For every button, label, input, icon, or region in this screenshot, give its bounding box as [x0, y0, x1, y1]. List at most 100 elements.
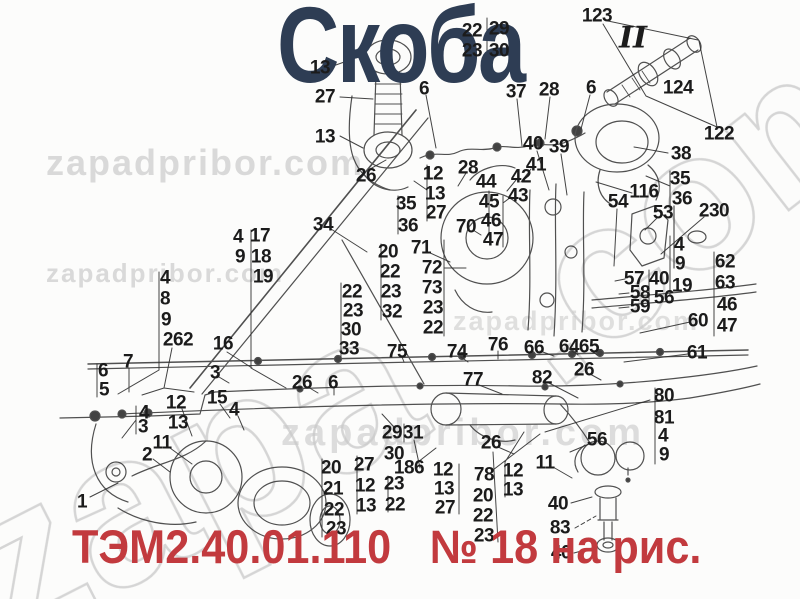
part-number-callout: 15: [206, 387, 228, 409]
part-number-callout: 26: [355, 165, 377, 187]
part-number-callout: 58: [629, 282, 651, 304]
page-title: Скоба: [277, 0, 526, 105]
watermark-text: zapadpribor.com: [46, 258, 285, 288]
part-number-callout: 9: [674, 253, 686, 275]
part-number-callout: 23: [342, 300, 364, 322]
part-number-callout: 29: [488, 18, 510, 40]
part-number-callout: 37: [505, 81, 527, 103]
part-number-callout: 22: [461, 20, 483, 42]
part-number-callout: 262: [162, 329, 194, 351]
part-number-callout: 12: [165, 392, 187, 414]
part-number-callout: 4: [657, 425, 669, 447]
part-number-callout: 3: [137, 416, 149, 438]
part-number-callout: 12: [502, 460, 524, 482]
part-number-callout: 22: [384, 494, 406, 516]
part-number-callout: 6: [327, 372, 339, 394]
part-number-callout: 23: [461, 40, 483, 62]
part-number-callout: 20: [472, 485, 494, 507]
part-number-callout: 13: [355, 495, 377, 517]
part-number-callout: 27: [353, 454, 375, 476]
part-number-callout: 27: [314, 86, 336, 108]
part-number-callout: 11: [152, 432, 172, 454]
part-number-callout: 39: [548, 136, 570, 158]
part-number-callout: 56: [653, 287, 675, 309]
part-number-callout: 123: [581, 5, 613, 27]
part-number-callout: 42: [510, 166, 532, 188]
part-number-callout: 27: [425, 202, 447, 224]
view-label-roman: II: [618, 20, 648, 56]
part-number-callout: 35: [669, 168, 691, 190]
part-number-callout: 12: [432, 459, 454, 481]
part-number-callout: 46: [716, 294, 738, 316]
part-number-callout: 22: [341, 281, 363, 303]
part-number-callout: 13: [309, 57, 331, 79]
part-number-callout: 28: [538, 79, 560, 101]
part-number-callout: 23: [473, 525, 495, 547]
part-number-callout: 33: [338, 338, 360, 360]
part-number-callout: 26: [480, 432, 502, 454]
part-number-callout: 124: [662, 77, 694, 99]
part-number-callout: 32: [381, 301, 403, 323]
part-number-callout: 6: [585, 77, 597, 99]
part-number-callout: 29: [381, 422, 403, 444]
part-number-callout: 63: [714, 272, 736, 294]
part-number-callout: 54: [607, 191, 629, 213]
part-number-callout: 4: [159, 267, 171, 289]
part-number-callout: 46: [480, 210, 502, 232]
part-number-callout: 2: [141, 444, 153, 466]
part-number-callout: 116: [629, 181, 659, 203]
part-number-callout: 20: [320, 457, 342, 479]
part-number-callout: 16: [212, 333, 234, 355]
part-number-callout: 7: [122, 351, 134, 373]
part-number-callout: 13: [424, 183, 446, 205]
part-number-callout: 78: [473, 464, 495, 486]
part-number-callout: 47: [716, 315, 738, 337]
part-number-callout: 72: [421, 257, 443, 279]
part-number-callout: 35: [395, 193, 417, 215]
part-number-callout: 22: [422, 317, 444, 339]
part-number-callout: 82: [531, 367, 553, 389]
part-number-callout: 13: [502, 479, 524, 501]
part-number-callout: 44: [475, 171, 497, 193]
part-number-callout: 36: [397, 215, 419, 237]
part-number-callout: 38: [670, 143, 692, 165]
part-number-callout: 21: [322, 478, 344, 500]
part-code-caption: ТЭМ2.40.01.110 № 18 на рис.: [72, 519, 701, 574]
part-number-callout: 31: [402, 422, 424, 444]
part-number-callout: 75: [386, 341, 408, 363]
part-number-callout: 66: [523, 337, 545, 359]
part-number-callout: 65: [578, 336, 600, 358]
part-number-callout: 64: [558, 336, 580, 358]
part-number-callout: 27: [434, 497, 456, 519]
part-number-callout: 30: [340, 319, 362, 341]
part-number-callout: 6: [97, 360, 109, 382]
part-number-callout: 47: [482, 229, 504, 251]
part-number-callout: 57: [623, 268, 645, 290]
part-number-callout: 186: [393, 457, 425, 479]
part-number-callout: 1: [76, 491, 88, 513]
part-number-callout: 3: [209, 362, 221, 384]
part-number-callout: 19: [671, 275, 693, 297]
part-number-callout: 20: [377, 241, 399, 263]
part-number-callout: 61: [686, 342, 708, 364]
part-number-callout: 28: [457, 157, 479, 179]
part-number-callout: 41: [525, 154, 547, 176]
part-number-callout: 56: [586, 429, 608, 451]
part-number-callout: 26: [573, 359, 595, 381]
part-number-callout: 122: [703, 123, 735, 145]
part-number-callout: 26: [291, 372, 313, 394]
part-number-callout: 17: [249, 225, 271, 247]
part-number-callout: 40: [522, 133, 544, 155]
part-code: ТЭМ2.40.01.110: [72, 520, 392, 573]
part-number-callout: 9: [658, 444, 670, 466]
part-number-callout: 70: [455, 216, 477, 238]
part-number-callout: 23: [325, 518, 347, 540]
part-number-callout: 22: [379, 261, 401, 283]
part-number-callout: 73: [421, 277, 443, 299]
part-number-callout: 36: [671, 188, 693, 210]
part-number-callout: 62: [714, 251, 736, 273]
part-number-callout: 23: [380, 281, 402, 303]
part-number-callout: 4: [232, 226, 244, 248]
